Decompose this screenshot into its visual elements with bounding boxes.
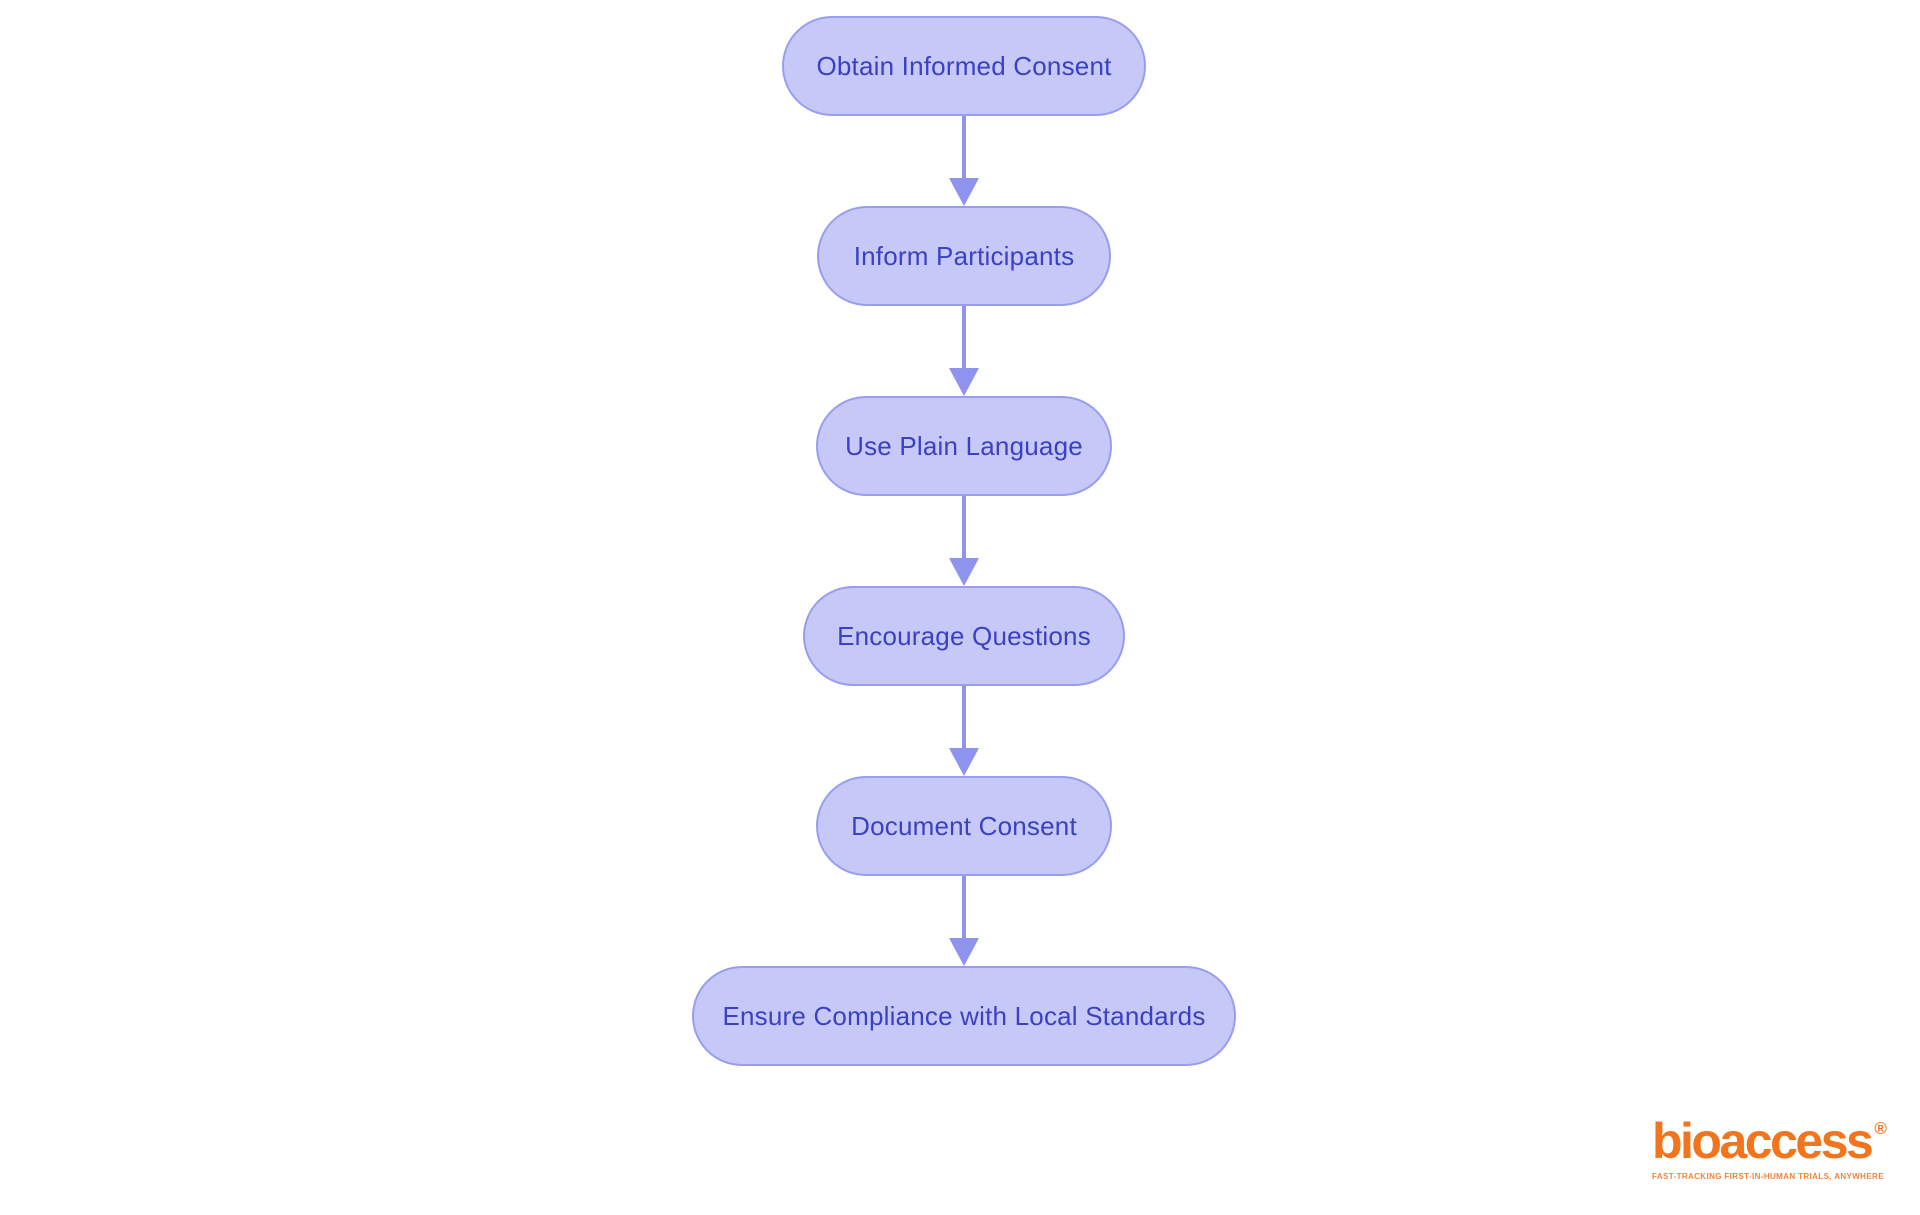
arrow-shaft — [962, 116, 966, 180]
arrow-head-icon — [949, 368, 979, 396]
bioaccess-logo-tagline: FAST-TRACKING FIRST-IN-HUMAN TRIALS, ANY… — [1652, 1172, 1884, 1181]
arrow-shaft — [962, 876, 966, 940]
flow-arrow — [949, 876, 979, 966]
arrow-head-icon — [949, 748, 979, 776]
flow-node-label: Ensure Compliance with Local Standards — [722, 1000, 1206, 1031]
flow-node-document-consent: Document Consent — [816, 776, 1112, 876]
flow-node-label: Obtain Informed Consent — [816, 50, 1112, 81]
arrow-shaft — [962, 686, 966, 750]
flow-node-label: Encourage Questions — [837, 620, 1091, 651]
flow-node-label: Use Plain Language — [845, 430, 1083, 461]
flow-arrow — [949, 496, 979, 586]
arrow-head-icon — [949, 558, 979, 586]
flow-arrow — [949, 306, 979, 396]
brand-name: bioaccess — [1652, 1113, 1874, 1169]
flow-node-ensure-compliance: Ensure Compliance with Local Standards — [692, 966, 1236, 1066]
flow-arrow — [949, 686, 979, 776]
bioaccess-logo: bioaccess® FAST-TRACKING FIRST-IN-HUMAN … — [1652, 1114, 1887, 1182]
arrow-head-icon — [949, 178, 979, 206]
flow-node-label: Inform Participants — [853, 240, 1075, 271]
flow-node-encourage-questions: Encourage Questions — [803, 586, 1125, 686]
registered-trademark-icon: ® — [1874, 1119, 1887, 1138]
bioaccess-logo-wordmark: bioaccess® — [1652, 1114, 1887, 1169]
flow-node-obtain-informed-consent: Obtain Informed Consent — [782, 16, 1146, 116]
flow-node-label: Document Consent — [851, 810, 1077, 841]
flow-node-use-plain-language: Use Plain Language — [816, 396, 1112, 496]
flow-arrow — [949, 116, 979, 206]
arrow-head-icon — [949, 938, 979, 966]
flow-node-inform-participants: Inform Participants — [817, 206, 1111, 306]
arrow-shaft — [962, 496, 966, 560]
arrow-shaft — [962, 306, 966, 370]
